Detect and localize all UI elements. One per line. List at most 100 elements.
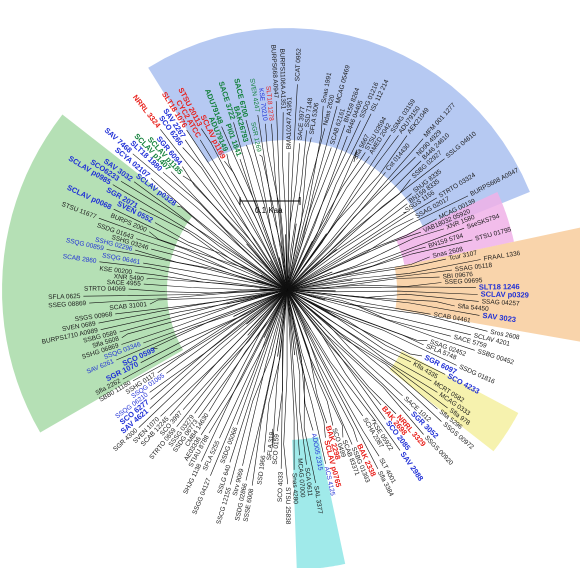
leaf-branch [286,289,353,445]
leaf-label: SAV 3023 [482,311,517,324]
internal-branch [286,271,333,291]
leaf-branch [151,248,288,291]
leaf-branch [286,289,442,422]
branch-layer [83,84,488,486]
leaf-label: SFLA 0625 [48,293,81,301]
leaf-label: SCLAV p0329 [481,289,529,299]
leaf-branch [194,289,288,414]
green-clade-highlight [2,114,193,433]
leaf-branch [286,289,328,424]
leaf-label: Snas 4280 [290,473,298,505]
leaf-branch [119,289,288,333]
leaf-branch [286,152,366,291]
leaf-branch [286,289,424,346]
leaf-branch [286,289,397,415]
leaf-label: SSEG 08869 [48,300,87,310]
leaf-branch [186,129,288,291]
leaf-branch [286,289,401,451]
leaf-branch [283,289,288,485]
leaf-label: SSD 7148 [304,97,315,128]
leaf-branch [286,289,307,465]
leaf-branch [286,258,446,291]
leaf-branch [198,289,288,418]
leaf-branch [286,289,451,337]
leaf-branch [286,152,290,291]
leaf-branch [286,289,386,420]
leaf-branch [208,289,288,412]
leaf-branch [286,128,326,291]
leaf-label: SSEG 09695 [444,277,483,286]
leaf-branch [100,289,288,330]
leaf-branch [282,112,288,291]
leaf-branch [98,289,288,324]
leaf-branch [286,289,471,336]
leaf-branch [286,138,424,291]
blue-clade-highlight [148,28,530,234]
leaf-branch [286,289,334,426]
leaf-branch [286,289,314,431]
leaf-branch [133,181,288,291]
leaf-label: SBI 09676 [442,271,473,281]
leaf-branch [150,178,288,291]
leaf-label: SAL 3377 [312,485,323,514]
leaf-branch [275,101,288,291]
leaf-branch [208,289,288,434]
leaf-branch [286,156,370,291]
leaf-branch [201,128,288,291]
leaf-branch [286,227,465,291]
leaf-branch [182,289,288,410]
leaf-label: SCAT 0952 [294,48,303,82]
leaf-label: SCO 0159 [272,434,281,465]
leaf-branch [143,283,288,291]
leaf-branch [286,289,358,442]
leaf-label: SSAG 04257 [481,298,520,307]
leaf-branch [286,125,346,291]
leaf-branch [286,289,412,363]
scale-bar: 0.1 Kaa [239,197,301,215]
leaf-label: SSAG 05118 [455,262,493,273]
leaf-branch [286,147,332,291]
leaf-branch [150,289,288,400]
leaf-label: SSGS 00920 [423,434,454,467]
leaf-branch [263,289,288,453]
leaf-branch [230,289,288,485]
leaf-branch [199,139,288,291]
leaf-branch [135,272,288,291]
leaf-branch [286,137,312,291]
leaf-branch [226,153,288,291]
leaf-branch [182,166,288,291]
leaf-branch [245,289,288,481]
leaf-label: NRRL 3324 [131,93,163,130]
leaf-branch [233,122,288,291]
clade-highlight-layer [2,28,580,568]
leaf-branch [286,120,361,291]
leaf-branch [120,180,288,291]
leaf-branch [286,143,300,291]
leaf-branch [286,203,408,291]
leaf-label: Sfla 54450 [457,303,489,313]
leaf-branch [89,289,288,304]
leaf-branch [246,144,288,291]
leaf-branch [286,289,364,417]
leaf-branch [286,269,452,291]
leaf-label: XNR 5490 [114,273,145,282]
leaf-branch [160,289,288,417]
internal-branch [247,289,288,336]
leaf-branch [286,256,430,291]
leaf-label: SSBG 00452 [476,348,515,366]
orange-clade-highlight [394,227,580,342]
leaf-branch [122,289,288,380]
leaf-label: SLT18 1246 [479,282,520,291]
leaf-branch [286,289,475,351]
leaf-label: STSU 25838 [284,487,291,525]
leaf-branch [224,161,288,291]
leaf-branch [286,289,438,410]
leaf-label: SCA 0611 [303,467,313,497]
leaf-branch [286,289,380,457]
leaf-label: STRTO 04069 [84,286,126,293]
leaf-branch [286,289,295,470]
leaf-branch [184,139,288,291]
leaf-branch [149,231,288,291]
leaf-branch [177,206,288,291]
